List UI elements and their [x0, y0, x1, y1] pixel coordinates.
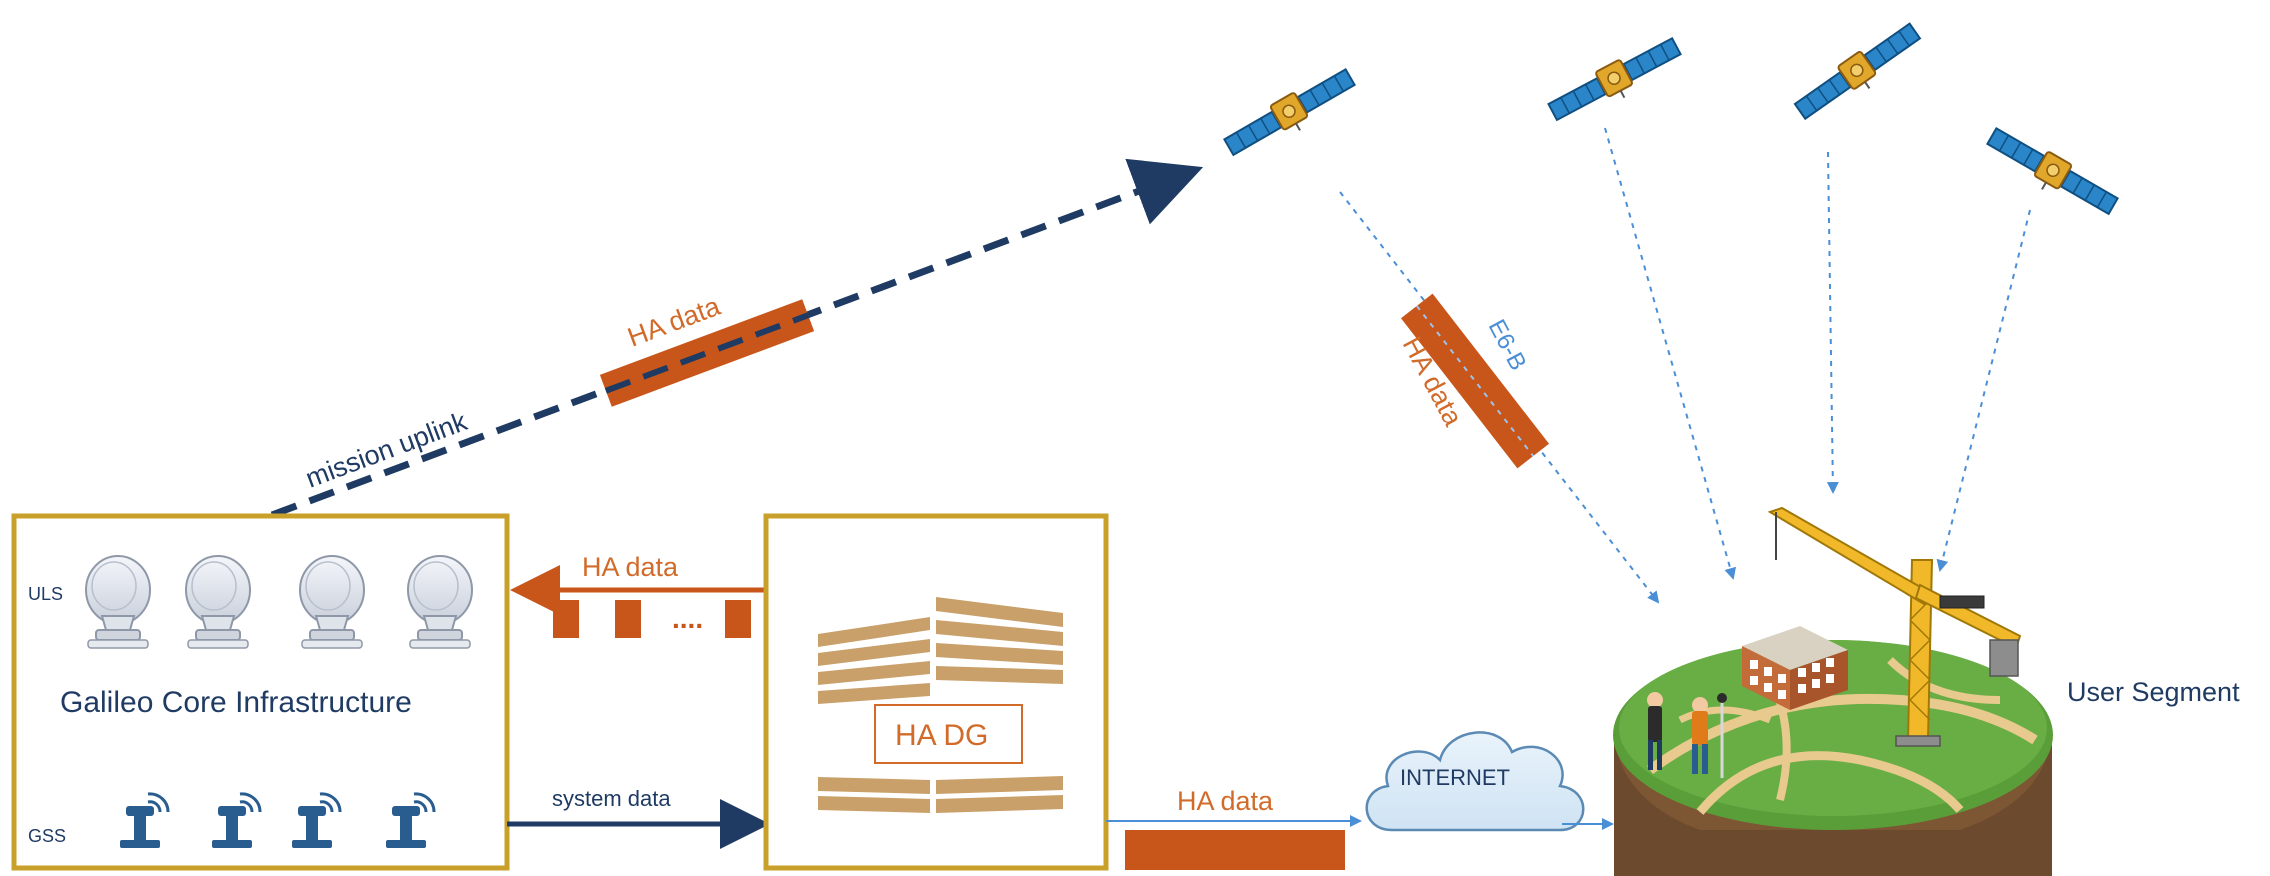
ha-dg-box: [763, 513, 1109, 871]
dish-antenna-icon: [85, 555, 151, 649]
satellite-icon: [1979, 121, 2123, 226]
ha-dg-label-box: [874, 704, 1023, 764]
ha-dg-label: HA DG: [895, 719, 988, 752]
internet-label: INTERNET: [1400, 765, 1510, 790]
ha-data-packet: [615, 600, 641, 638]
cloud-icon: [1365, 731, 1585, 832]
gss-label: GSS: [28, 826, 66, 846]
ha-data-return-label: HA data: [582, 552, 679, 582]
ha-data-uplink-bar: [599, 299, 815, 407]
uls-label: ULS: [28, 584, 63, 604]
satellite-icon: [1219, 62, 1363, 167]
ha-data-internet-label: HA data: [1177, 786, 1274, 816]
core-infrastructure-title: Galileo Core Infrastructure: [60, 686, 412, 719]
dish-antenna-icon: [185, 555, 251, 649]
ellipsis-label: ....: [672, 603, 703, 634]
system-data-label: system data: [552, 786, 671, 811]
signal-line: [1826, 151, 1839, 494]
dish-antenna-icon: [407, 555, 473, 649]
ha-data-packet: [553, 600, 579, 638]
surveyor-icon: [1647, 692, 1727, 778]
signal-line: [1339, 191, 1660, 604]
e6b-label: E6-B: [1483, 315, 1532, 375]
ha-dg-building-icon: [818, 597, 1063, 813]
satellite-icon: [1544, 31, 1688, 133]
ha-data-packet: [725, 600, 751, 638]
signal-line: [1604, 127, 1737, 580]
ha-data-internet-bar: [1125, 830, 1345, 870]
building-icon: [1742, 626, 1848, 710]
crane-icon: [1767, 506, 2022, 747]
signal-line: [1936, 209, 2031, 572]
ha-data-signal-bar: [1400, 293, 1550, 469]
satellite-icon: [1789, 17, 1929, 131]
user-segment-label: User Segment: [2067, 677, 2240, 707]
dish-antenna-icon: [299, 555, 365, 649]
